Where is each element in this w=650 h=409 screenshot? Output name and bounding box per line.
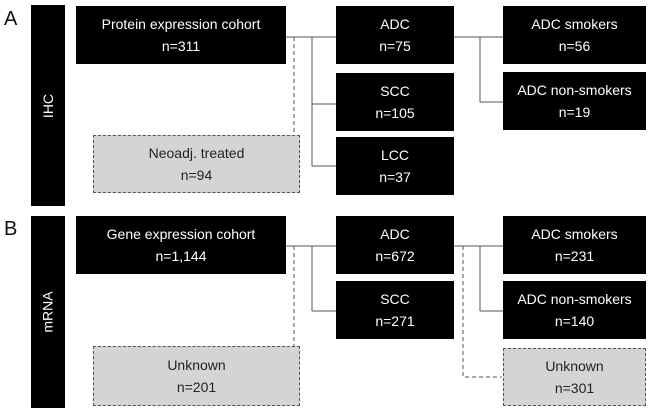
box-count: n=19 [558, 104, 591, 120]
adc-smokers-box-a: ADC smokers n=56 [503, 6, 646, 64]
box-title: ADC smokers [531, 16, 618, 32]
box-title: Unknown [167, 357, 226, 373]
box-title: ADC [380, 226, 410, 242]
box-title: Protein expression cohort [101, 16, 261, 32]
box-title: ADC non-smokers [517, 82, 632, 98]
side-label-mrna: mRNA [40, 291, 57, 333]
box-title: SCC [380, 83, 410, 99]
smoking-unknown-box-b: Unknown n=301 [503, 348, 646, 406]
adc-box-a: ADC n=75 [336, 6, 454, 64]
box-count: n=1,144 [155, 248, 207, 264]
box-title: Unknown [545, 358, 604, 374]
box-count: n=301 [554, 380, 595, 396]
adc-smokers-box-b: ADC smokers n=231 [503, 216, 646, 274]
box-title: ADC smokers [531, 226, 618, 242]
unknown-excluded-box: Unknown n=201 [93, 346, 300, 406]
box-count: n=271 [375, 313, 415, 329]
box-count: n=105 [375, 105, 415, 121]
box-title: Gene expression cohort [106, 226, 256, 242]
scc-box-b: SCC n=271 [336, 281, 454, 339]
box-count: n=311 [161, 38, 201, 54]
box-count: n=94 [180, 167, 213, 183]
gene-cohort-box: Gene expression cohort n=1,144 [76, 216, 286, 274]
connector-smoking-unknown-b [462, 246, 502, 378]
adc-nonsmokers-box-a: ADC non-smokers n=19 [503, 72, 646, 130]
box-count: n=201 [176, 379, 217, 395]
adc-box-b: ADC n=672 [336, 216, 454, 274]
box-count: n=56 [558, 38, 591, 54]
panel-letter-a: A [4, 8, 18, 30]
neoadj-excluded-box: Neoadj. treated n=94 [93, 135, 300, 193]
box-title: ADC non-smokers [517, 291, 632, 307]
box-count: n=231 [554, 248, 595, 264]
side-bar-ihc: IHC [31, 5, 65, 206]
lcc-box-a: LCC n=37 [336, 137, 454, 195]
box-title: LCC [380, 147, 409, 163]
box-count: n=37 [379, 169, 411, 185]
scc-box-a: SCC n=105 [336, 73, 454, 131]
side-bar-mrna: mRNA [31, 216, 65, 408]
box-count: n=672 [375, 248, 415, 264]
side-label-ihc: IHC [40, 93, 56, 118]
box-count: n=75 [379, 38, 411, 54]
box-title: SCC [380, 291, 410, 307]
box-count: n=140 [554, 313, 595, 329]
box-title: ADC [380, 16, 410, 32]
box-title: Neoadj. treated [148, 145, 245, 161]
protein-cohort-box: Protein expression cohort n=311 [76, 6, 286, 64]
panel-letter-b: B [4, 218, 18, 240]
adc-nonsmokers-box-b: ADC non-smokers n=140 [503, 281, 646, 339]
